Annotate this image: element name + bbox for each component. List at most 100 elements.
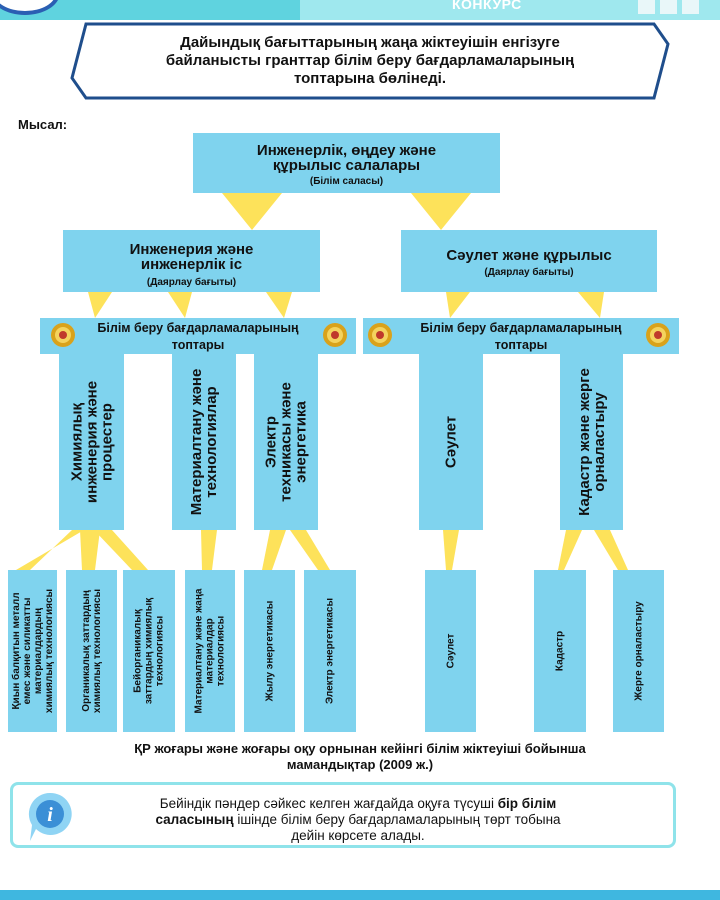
specialty-label-line: технологиясы <box>215 615 227 687</box>
specialty-box: Қиын балқитын металл емес және силикатты… <box>8 570 57 732</box>
group-label-line: инженерия және <box>83 380 100 504</box>
headline-box: Дайындық бағыттарының жаңа жіктеуішін ен… <box>70 22 670 100</box>
group-box: Химиялық инженерия және процестер <box>59 354 124 530</box>
specialty-box: Органикалық заттардың химиялық технологи… <box>66 570 117 732</box>
connector <box>290 530 330 570</box>
group-box: Сәулет <box>419 354 483 530</box>
specialty-box: Электр энергетикасы <box>304 570 356 732</box>
emblem-icon <box>323 323 347 347</box>
info-line: дейін көрсете алады. <box>291 828 425 843</box>
headline-line: топтарына бөлінеді. <box>294 70 446 87</box>
group-label-line: Сәулет <box>442 415 460 469</box>
direction-title-line: Инженерия және <box>129 241 254 258</box>
specialty-box: Кадастр <box>534 570 586 732</box>
connector <box>411 193 471 230</box>
banner-tile <box>682 0 699 14</box>
direction-subtitle: (Даярлау бағыты) <box>484 267 574 278</box>
band-line: Білім беру бағдарламаларының <box>97 321 299 335</box>
info-box: i Бейіндік пәндер сәйкес келген жағдайда… <box>10 782 676 848</box>
banner-tile <box>660 0 677 14</box>
specialty-label-line: Материалтану және жаңа <box>193 588 205 714</box>
emblem-icon <box>646 323 670 347</box>
band-line: топтары <box>494 338 548 352</box>
field-box: Инженерлік, өңдеу және құрылыс салалары … <box>193 133 500 193</box>
info-line: Бейіндік пәндер сәйкес келген жағдайда о… <box>98 796 618 812</box>
direction-subtitle: (Даярлау бағыты) <box>146 277 237 288</box>
specialty-label-line: Электр энергетикасы <box>324 598 336 704</box>
specialty-label: Қиын балқитын металл емес және силикатты… <box>11 589 55 713</box>
group-label-line: Электр <box>262 416 280 469</box>
group-label-line: технологиялар <box>203 386 220 498</box>
info-text-bold: саласының <box>155 812 234 827</box>
emblem-icon <box>368 323 392 347</box>
group-label: Электр техникасы және энергетика <box>262 382 310 502</box>
specialty-label-line: Жерге орналастыру <box>633 601 644 701</box>
connector <box>558 530 582 570</box>
headline-line: байланысты гранттар білім беру бағдарлам… <box>165 52 575 69</box>
headline-frame <box>70 22 670 100</box>
direction-box-engineering: Инженерия және инженерлік іс (Даярлау ба… <box>63 230 320 292</box>
specialty-label-line: Қиын балқитын металл <box>10 592 22 710</box>
svg-text:i: i <box>47 804 53 826</box>
connector <box>578 292 604 318</box>
bottom-banner <box>0 890 720 900</box>
direction-box-architecture: Сәулет және құрылыс (Даярлау бағыты) <box>401 230 657 292</box>
connector <box>266 292 292 318</box>
specialty-box: Материалтану және жаңа материалдар техно… <box>185 570 235 732</box>
specialty-label-line: материалдардың <box>32 607 44 695</box>
field-subtitle: (Білім саласы) <box>309 176 384 187</box>
specialty-label-line: Сәулет <box>445 633 456 669</box>
specialty-label: Органикалық заттардың химиялық технологи… <box>81 589 103 713</box>
specialty-label: Электр энергетикасы <box>325 598 336 704</box>
info-text: Бейіндік пәндер сәйкес келген жағдайда о… <box>98 796 618 844</box>
specialty-label-line: химиялық технологиясы <box>43 588 55 714</box>
group-label: Материалтану және технологиялар <box>188 368 220 516</box>
connector <box>201 530 217 570</box>
specialty-box: Жерге орналастыру <box>613 570 664 732</box>
group-label-line: энергетика <box>292 401 310 483</box>
info-icon: i <box>28 792 72 841</box>
group-label-line: процестер <box>98 403 115 481</box>
band-text: Білім беру бағдарламаларының топтары <box>40 320 356 354</box>
caption-line: ҚР жоғары және жоғары оқу орнынан кейінг… <box>134 741 586 756</box>
specialty-label: Материалтану және жаңа материалдар техно… <box>194 589 227 714</box>
banner-tile <box>638 0 655 14</box>
specialty-label-line: Органикалық заттардың <box>80 590 92 712</box>
field-title-line: құрылыс салалары <box>272 157 421 174</box>
specialty-box: Жылу энергетикасы <box>244 570 295 732</box>
direction-title-line: инженерлік іс <box>140 256 243 273</box>
band-line: топтары <box>171 338 225 352</box>
specialty-box: Бейорганикалық заттардың химиялық технол… <box>123 570 175 732</box>
example-label: Мысал: <box>18 117 68 132</box>
groups-band-left: Білім беру бағдарламаларының топтары <box>40 318 356 354</box>
group-box: Материалтану және технологиялар <box>172 354 236 530</box>
source-caption: ҚР жоғары және жоғары оқу орнынан кейінг… <box>60 741 660 773</box>
specialty-label-line: технологиясы <box>154 615 166 687</box>
group-label-line: Материалтану және <box>188 368 205 516</box>
direction-title: Сәулет және құрылыс <box>446 247 612 264</box>
emblem-icon <box>51 323 75 347</box>
specialty-label: Жерге орналастыру <box>633 601 644 700</box>
connector <box>262 530 286 570</box>
specialty-label-line: Жылу энергетикасы <box>264 600 275 702</box>
info-text-plain: Бейіндік пәндер сәйкес келген жағдайда о… <box>159 796 498 811</box>
headline-line: Дайындық бағыттарының жаңа жіктеуішін ен… <box>180 34 560 51</box>
specialty-label: Бейорганикалық заттардың химиялық технол… <box>133 598 166 704</box>
connector <box>80 530 100 570</box>
connector <box>94 530 148 570</box>
field-title-line: Инженерлік, өңдеу және <box>256 142 437 159</box>
group-label: Химиялық инженерия және процестер <box>68 380 115 504</box>
group-label-line: Химиялық <box>68 402 85 482</box>
specialty-label-line: химиялық технологиясы <box>91 588 103 714</box>
group-label-line: орналастыру <box>590 392 608 492</box>
group-box: Кадастр және жерге орналастыру <box>560 354 623 530</box>
info-text-plain: ішінде білім беру бағдарламаларының төрт… <box>233 812 561 827</box>
connector <box>446 292 470 318</box>
caption-line: мамандықтар (2009 ж.) <box>286 757 434 772</box>
specialty-label-line: заттардың химиялық <box>143 597 155 705</box>
specialty-box: Сәулет <box>425 570 476 732</box>
specialty-label-line: емес және силикатты <box>21 597 33 705</box>
headline-text: Дайындық бағыттарының жаңа жіктеуішін ен… <box>100 34 640 88</box>
specialty-label: Кадастр <box>555 631 566 671</box>
field-title: Инженерлік, өңдеу және құрылыс салалары <box>193 143 500 173</box>
